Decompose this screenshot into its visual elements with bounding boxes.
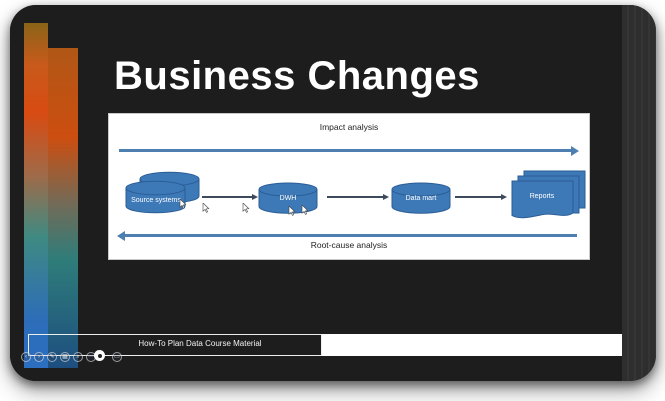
captions-icon[interactable]: ▭ (112, 352, 122, 362)
presenter-controls: ‹ › ✎ ▦ ⌕ ⋯ ▭ (21, 352, 122, 362)
root-cause-analysis-arrow (117, 230, 577, 241)
impact-analysis-label: Impact analysis (319, 122, 379, 132)
mouse-cursor-icon (288, 206, 296, 216)
window-frame-band (622, 5, 656, 381)
document-stack-icon (511, 170, 586, 219)
flow-arrow-datamart-to-reports (455, 193, 507, 200)
node-label: DWH (279, 195, 297, 202)
gradient-accent-bar-right (48, 48, 78, 368)
diagram-node-data-mart: Data mart (391, 182, 451, 215)
node-label: Source systems (131, 197, 181, 204)
mouse-cursor-icon (301, 205, 309, 215)
pen-tool-icon[interactable]: ✎ (47, 352, 57, 362)
caption-box: How-To Plan Data Course Material (28, 334, 322, 356)
playhead-handle[interactable] (94, 350, 105, 361)
mouse-cursor-icon (242, 203, 250, 213)
double-cylinder-icon (125, 171, 200, 214)
zoom-tool-icon[interactable]: ⌕ (73, 352, 83, 362)
gradient-accent-bar-left (24, 23, 48, 368)
prev-slide-icon[interactable]: ‹ (21, 352, 31, 362)
mouse-cursor-icon (202, 203, 210, 213)
diagram-node-source-systems: Source systems (125, 171, 200, 217)
mouse-cursor-icon (179, 199, 187, 209)
flow-arrow-source-to-dwh (202, 193, 258, 200)
cylinder-icon (391, 182, 451, 214)
impact-analysis-arrow (119, 145, 579, 156)
progress-bar-remaining[interactable] (322, 334, 623, 356)
root-cause-analysis-label: Root-cause analysis (310, 240, 388, 250)
node-label: Data mart (405, 195, 437, 202)
all-slides-icon[interactable]: ▦ (60, 352, 70, 362)
slide-canvas: Business Changes Impact analysis Source … (10, 5, 623, 381)
slide-title: Business Changes (114, 54, 480, 98)
next-slide-icon[interactable]: › (34, 352, 44, 362)
dataflow-diagram-panel: Impact analysis Source systems (108, 113, 590, 260)
diagram-node-reports: Reports (511, 170, 587, 221)
presentation-window: Business Changes Impact analysis Source … (10, 5, 656, 381)
caption-text: How-To Plan Data Course Material (138, 339, 262, 348)
flow-arrow-dwh-to-datamart (327, 193, 389, 200)
node-label: Reports (529, 193, 555, 200)
